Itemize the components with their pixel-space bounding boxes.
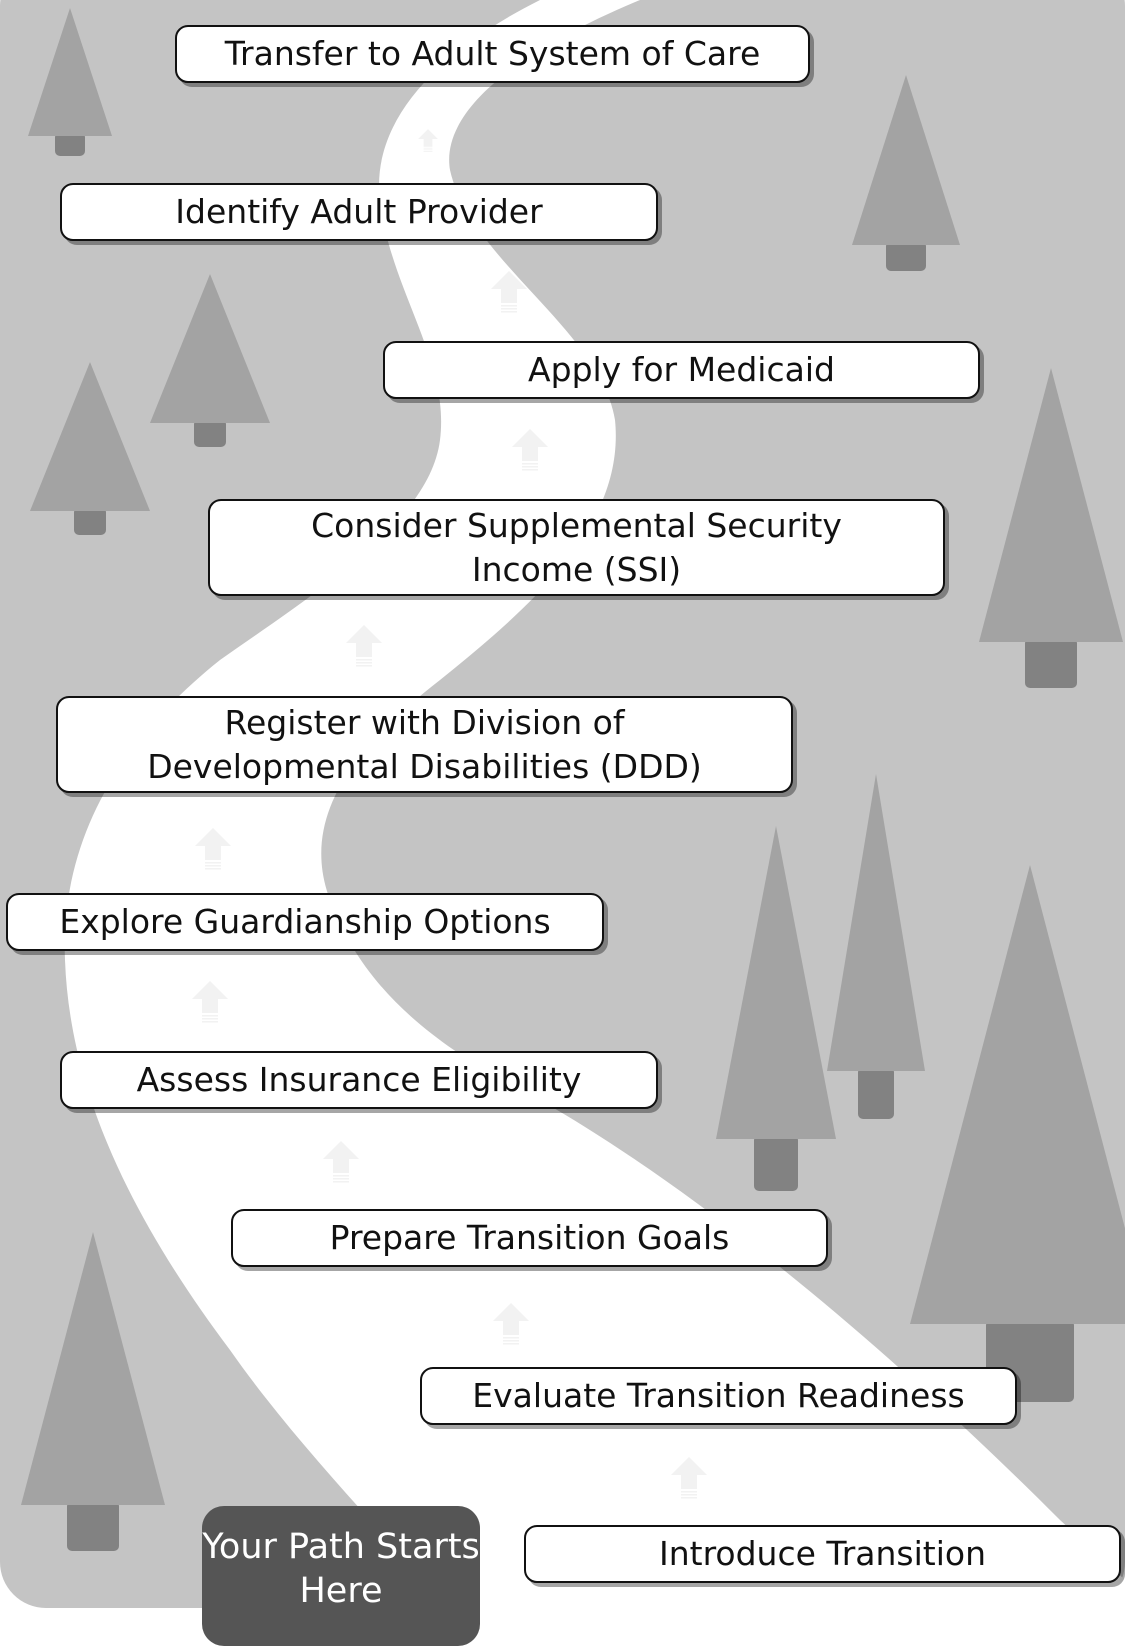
up-arrow-icon: [195, 828, 231, 870]
tree-icon: [30, 362, 150, 535]
start-badge: Your Path Starts Here: [202, 1506, 480, 1646]
tree-icon: [716, 826, 836, 1191]
tree-icon: [150, 274, 270, 447]
tree-icon: [28, 8, 112, 156]
step-transfer-to-adult-system[interactable]: Transfer to Adult System of Care: [175, 25, 810, 83]
tree-icon: [827, 774, 925, 1119]
step-explore-guardianship[interactable]: Explore Guardianship Options: [6, 893, 604, 951]
step-prepare-transition-goals[interactable]: Prepare Transition Goals: [231, 1209, 828, 1267]
tree-icon: [979, 368, 1123, 688]
up-arrow-icon: [346, 625, 382, 667]
up-arrow-icon: [192, 981, 228, 1023]
step-apply-for-medicaid[interactable]: Apply for Medicaid: [383, 341, 980, 399]
tree-icon: [852, 75, 960, 271]
step-assess-insurance[interactable]: Assess Insurance Eligibility: [60, 1051, 658, 1109]
up-arrow-icon: [493, 1303, 529, 1345]
up-arrow-icon: [512, 429, 548, 471]
step-consider-ssi[interactable]: Consider Supplemental Security Income (S…: [208, 499, 945, 596]
step-identify-adult-provider[interactable]: Identify Adult Provider: [60, 183, 658, 241]
up-arrow-icon: [491, 271, 527, 313]
up-arrow-icon: [418, 129, 438, 152]
tree-icon: [21, 1232, 165, 1551]
up-arrow-icon: [671, 1457, 707, 1499]
step-introduce-transition[interactable]: Introduce Transition: [524, 1525, 1121, 1583]
up-arrow-icon: [323, 1141, 359, 1183]
step-register-ddd[interactable]: Register with Division of Developmental …: [56, 696, 793, 793]
step-evaluate-readiness[interactable]: Evaluate Transition Readiness: [420, 1367, 1017, 1425]
